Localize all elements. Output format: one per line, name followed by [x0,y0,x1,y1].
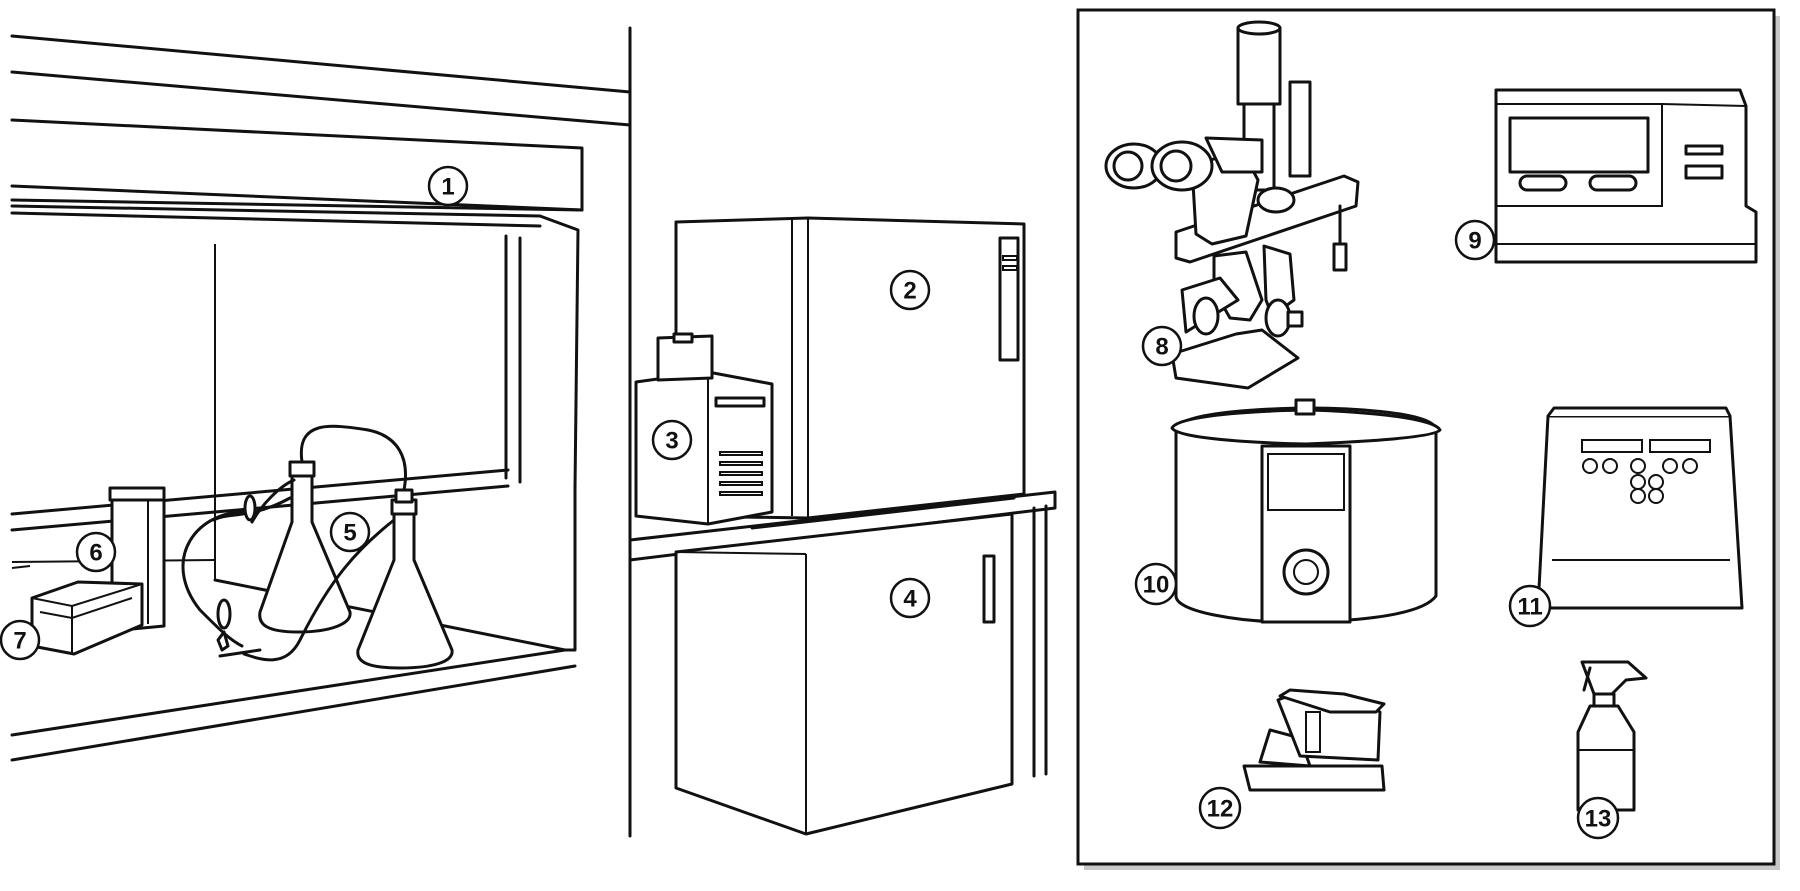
centrifuge-icon [1170,398,1442,624]
cell-counter-icon [1536,406,1744,610]
callout-label: 13 [1585,806,1612,833]
vacuum-flask-icon [181,424,454,670]
callout-11: 11 [1508,584,1552,628]
callout-7: 7 [0,619,41,661]
callout-12: 12 [1198,786,1242,830]
callout-4: 4 [889,577,931,619]
callout-label: 7 [13,628,26,655]
water-bath-icon [634,332,774,526]
callout-label: 9 [1468,228,1481,255]
callout-label: 8 [1155,334,1168,361]
callout-label: 12 [1207,796,1234,823]
callout-3: 3 [651,419,693,461]
callout-label: 4 [903,586,917,613]
callout-8: 8 [1141,325,1183,367]
callout-label: 2 [903,278,916,305]
callout-6: 6 [75,531,117,573]
refrigerator-icon [674,512,1014,836]
callout-1: 1 [427,165,469,207]
callout-13: 13 [1576,796,1620,840]
biosafety-cabinet-icon [10,34,632,762]
inverted-microscope-icon [1104,20,1360,390]
callout-9: 9 [1454,219,1496,261]
callout-10: 10 [1134,562,1178,606]
spray-bottle-icon [1576,660,1648,812]
callout-5: 5 [329,511,371,553]
plate-reader-icon [1494,88,1758,264]
bench-icon [628,490,1057,778]
pipette-controller-icon [1242,688,1386,792]
callout-2: 2 [889,269,931,311]
callout-label: 1 [441,174,454,201]
callout-label: 6 [89,540,102,567]
callout-label: 11 [1517,594,1542,621]
tray-icon [30,580,144,656]
callout-label: 5 [343,520,356,547]
callout-label: 10 [1143,572,1170,599]
callout-label: 3 [665,428,678,455]
